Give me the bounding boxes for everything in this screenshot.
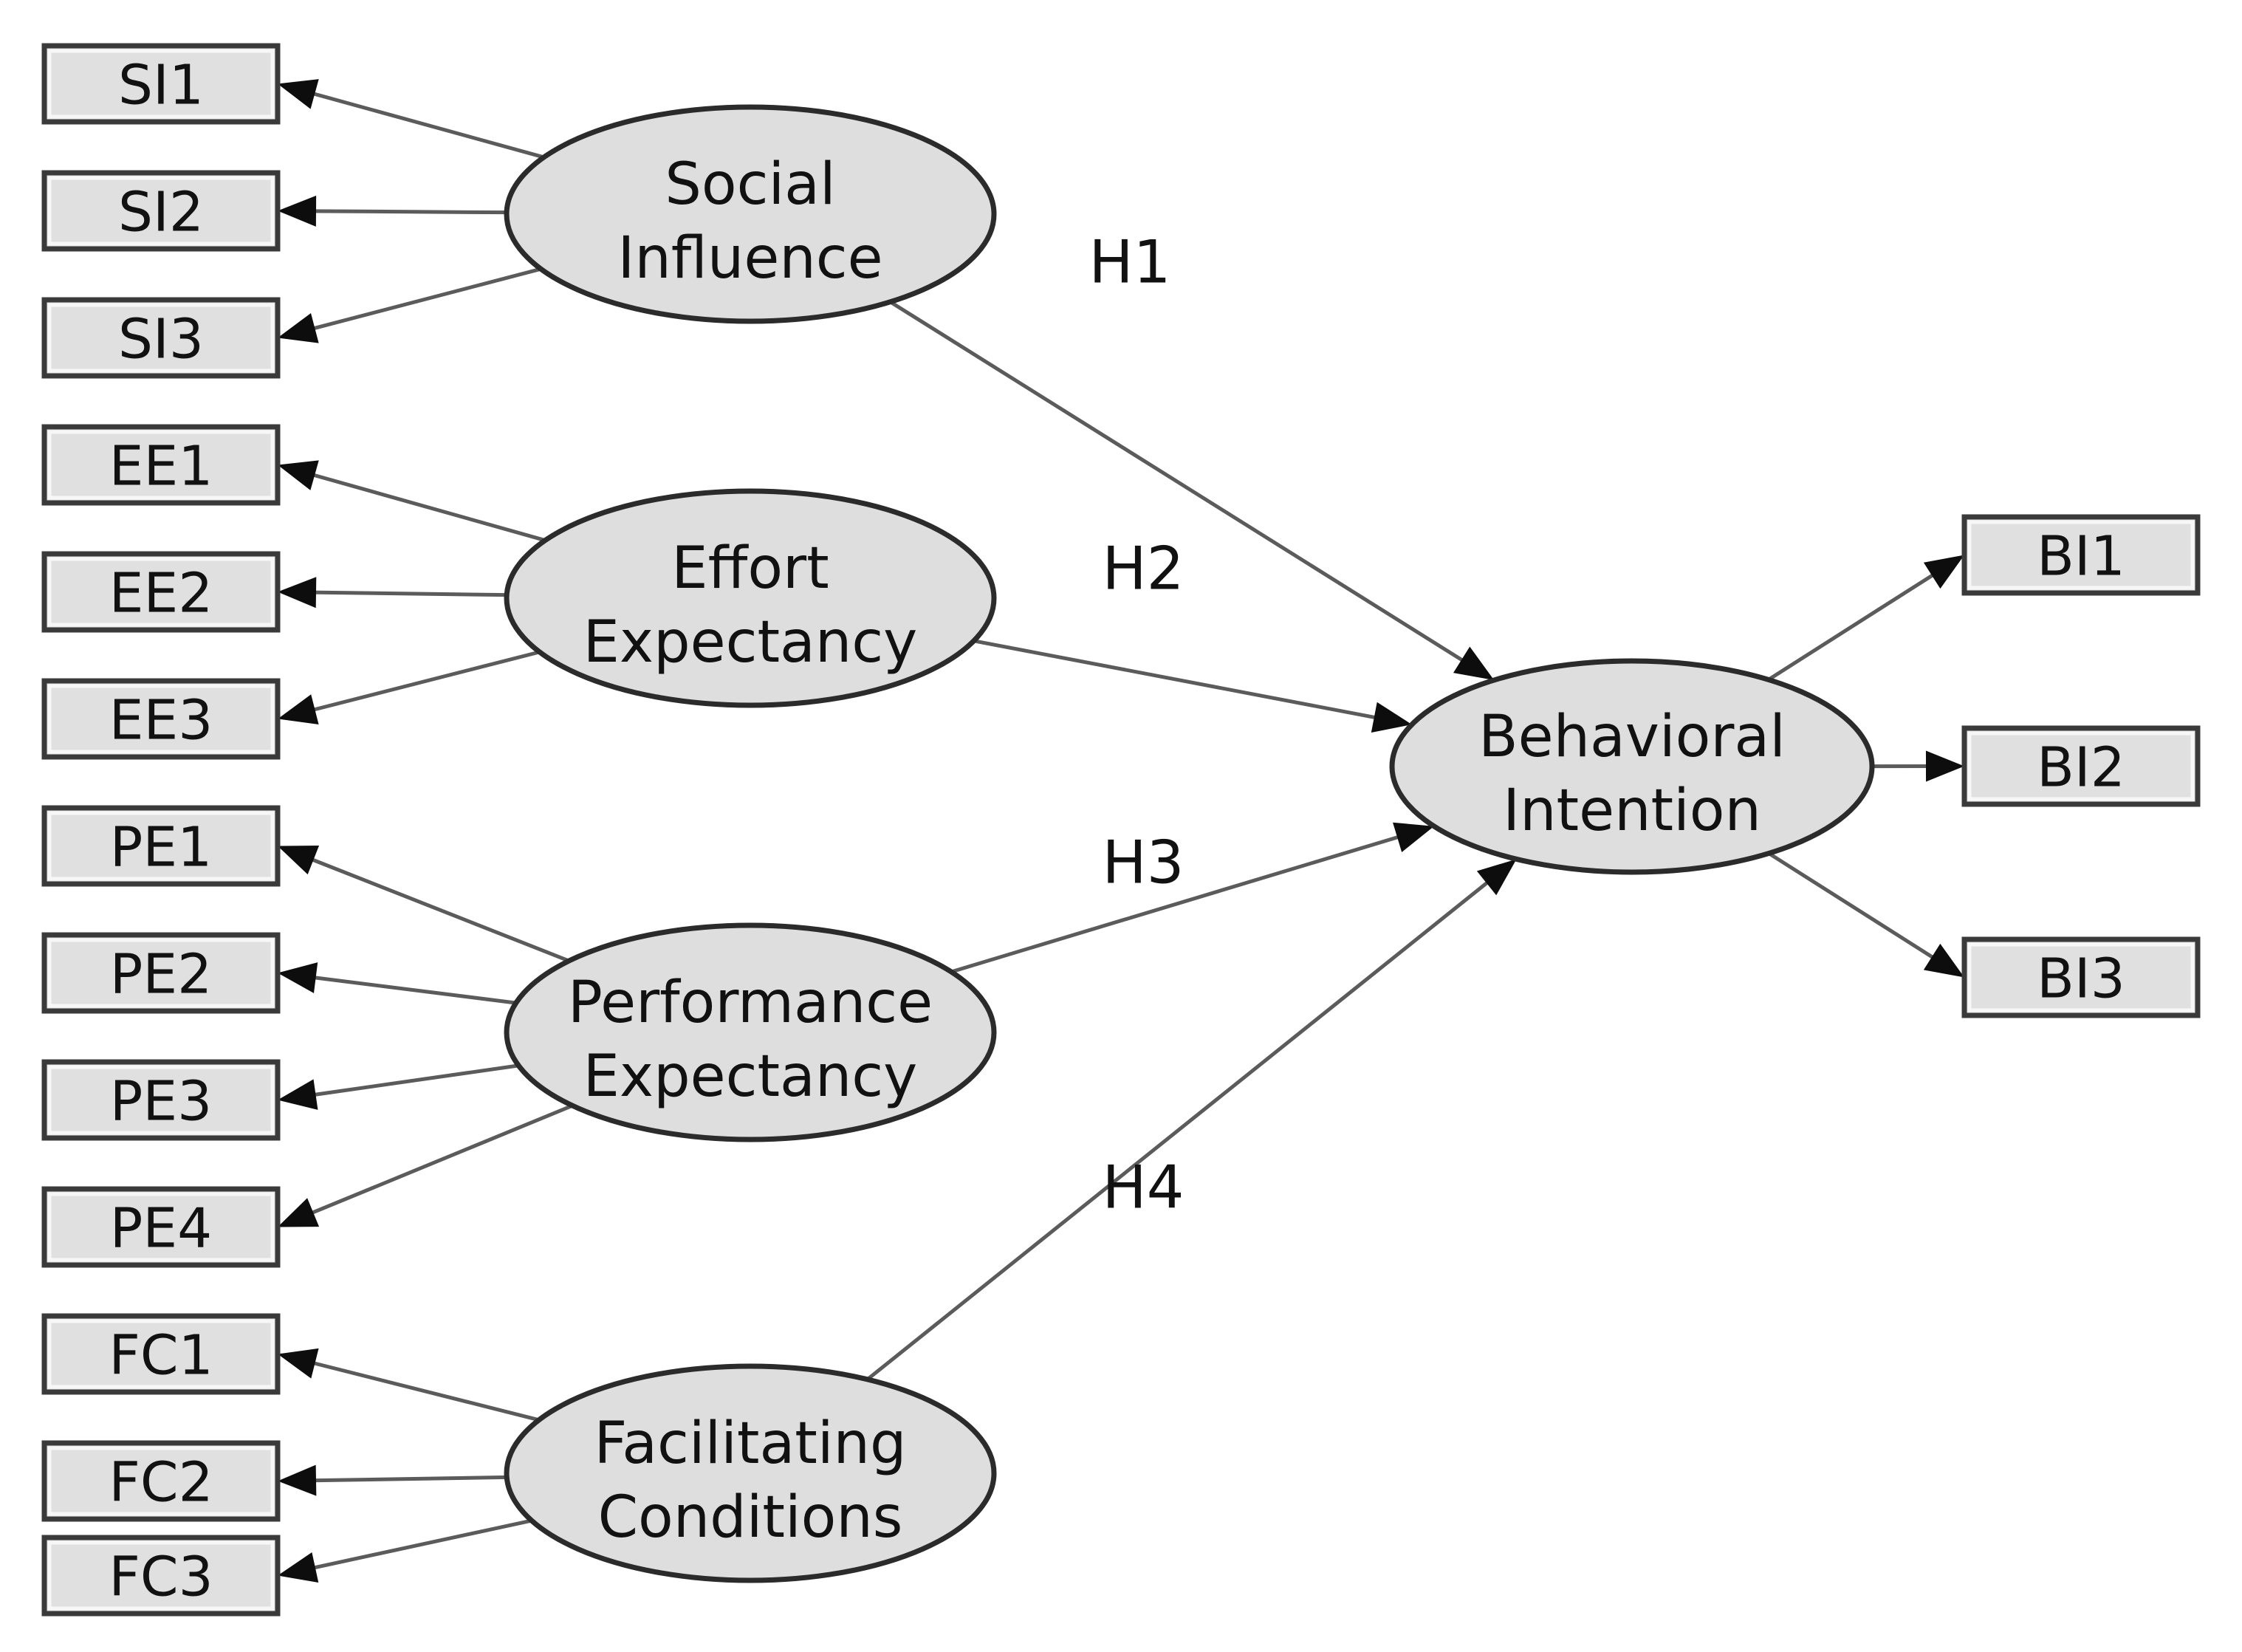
measurement-path-fc-to-fc1 [278,1348,540,1422]
indicator-label: EE3 [109,689,213,753]
indicator-label: SI1 [118,54,204,117]
indicator-box-ee3[interactable]: EE3 [41,678,281,760]
indicator-box-pe1[interactable]: PE1 [41,805,281,887]
structural-path-h1 [889,300,1495,680]
hypothesis-label-h2: H2 [1102,535,1184,603]
indicator-label: FC1 [109,1324,213,1388]
indicator-box-bi3[interactable]: BI3 [1961,936,2201,1018]
construct-label-line2: Conditions [598,1484,903,1551]
indicator-box-fc3[interactable]: FC3 [41,1535,281,1617]
indicator-label: BI2 [2037,736,2125,800]
construct-label-line2: Expectancy [583,1043,918,1110]
indicator-box-fc2[interactable]: FC2 [41,1440,281,1522]
measurement-path-ee-to-ee3 [278,650,541,724]
indicator-box-pe4[interactable]: PE4 [41,1186,281,1268]
measurement-path-pe-to-pe1 [278,846,570,963]
construct-label-line1: Effort [671,535,829,602]
indicator-box-fc1[interactable]: FC1 [41,1313,281,1395]
indicator-label: PE4 [110,1197,212,1261]
indicator-box-bi2[interactable]: BI2 [1961,725,2201,807]
indicator-label: FC2 [109,1451,213,1515]
structural-path-h2 [973,639,1412,733]
measurement-path-fc-to-fc3 [278,1518,532,1583]
structural-edge-group [866,300,1517,1381]
hypothesis-label-h4: H4 [1102,1154,1184,1222]
indicator-box-bi1[interactable]: BI1 [1961,514,2201,596]
indicator-box-si2[interactable]: SI2 [41,170,281,252]
hypothesis-label-h1: H1 [1089,228,1170,297]
measurement-path-ee-to-ee2 [278,577,507,609]
measurement-path-bi-to-bi3 [1767,851,1964,978]
measurement-path-fc-to-fc2 [278,1464,507,1496]
structural-path-h3 [950,822,1434,974]
indicator-box-pe3[interactable]: PE3 [41,1059,281,1141]
measurement-path-ee-to-ee1 [278,460,546,543]
measurement-path-si-to-si2 [278,195,507,227]
measurement-path-pe-to-pe2 [278,962,517,1005]
indicator-label: SI2 [118,181,204,244]
construct-label-line2: Intention [1503,778,1761,844]
measurement-path-pe-to-pe3 [278,1063,519,1110]
construct-label-line1: Behavioral [1478,704,1786,770]
indicator-box-si3[interactable]: SI3 [41,297,281,379]
construct-group: SocialInfluenceEffortExpectancyPerforman… [504,104,1875,1583]
indicator-label: PE1 [110,816,212,880]
measurement-path-bi-to-bi1 [1767,555,1964,682]
measurement-path-bi-to-bi2 [1871,750,1964,782]
indicator-label: BI1 [2037,525,2125,589]
indicator-label: PE2 [110,943,212,1007]
indicator-label: FC3 [109,1546,213,1609]
construct-label-line2: Influence [617,225,882,292]
measurement-path-si-to-si1 [278,79,545,160]
indicator-box-ee2[interactable]: EE2 [41,551,281,633]
indicator-label: BI3 [2037,947,2125,1011]
indicator-label: SI3 [118,308,204,371]
construct-label-line2: Expectancy [583,609,918,676]
measurement-edge-group [278,79,1964,1583]
construct-label-line1: Facilitating [594,1411,907,1477]
hypothesis-label-h3: H3 [1102,829,1184,897]
indicator-label: PE3 [110,1070,212,1134]
structural-path-h4 [866,859,1517,1381]
indicator-box-si1[interactable]: SI1 [41,43,281,125]
indicator-box-pe2[interactable]: PE2 [41,932,281,1014]
measurement-path-si-to-si3 [278,267,542,343]
measurement-path-pe-to-pe4 [278,1103,574,1227]
construct-label-line1: Social [665,151,835,218]
indicator-box-ee1[interactable]: EE1 [41,424,281,506]
indicator-label: EE2 [109,562,213,626]
indicator-label: EE1 [109,435,213,498]
construct-label-line1: Performance [568,970,933,1036]
